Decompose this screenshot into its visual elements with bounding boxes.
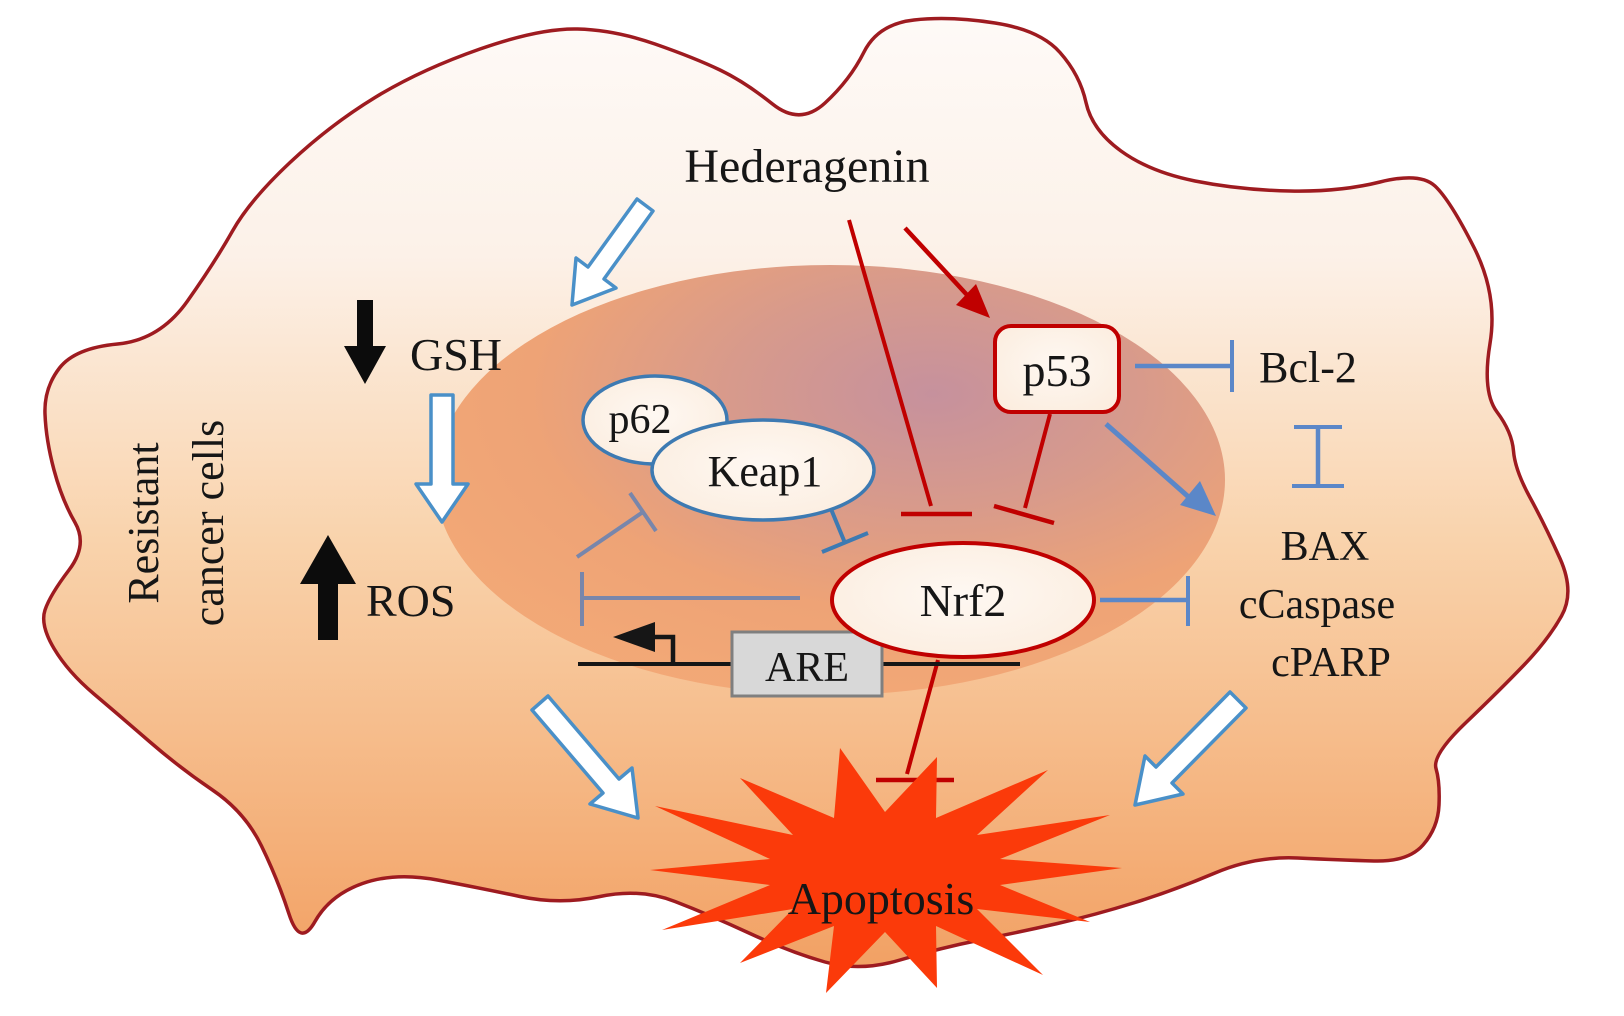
- transcription-start-arrow-icon: [613, 622, 676, 664]
- p53-node: [993, 324, 1121, 414]
- inhibit-ros-to-keap1: [575, 491, 658, 559]
- bax-label: BAX: [1281, 524, 1370, 570]
- ros-increase-arrow-icon: [300, 535, 356, 640]
- bcl2-label: Bcl-2: [1259, 343, 1357, 392]
- apoptosis-starburst: [650, 748, 1122, 993]
- nrf2-node: [830, 541, 1096, 659]
- cell-type-label: Resistant cancer cells: [119, 420, 233, 626]
- are-label: ARE: [765, 645, 849, 691]
- arrow-p53-to-bax: [1104, 422, 1216, 516]
- keap1-label: Keap1: [708, 447, 823, 496]
- inhibit-hederagenin-to-nrf2: [847, 219, 972, 517]
- open-arrow-hederagenin-to-gsh-icon: [570, 197, 655, 307]
- nrf2-label: Nrf2: [920, 575, 1007, 626]
- arrow-hederagenin-to-p53: [903, 226, 990, 318]
- cell-type-label-line2: cancer cells: [184, 420, 233, 626]
- p62-label: p62: [609, 397, 672, 443]
- keap1-node: [650, 418, 876, 522]
- gsh-decrease-arrow-icon: [344, 300, 386, 384]
- inhibit-nrf2-to-apoptosis: [876, 659, 954, 783]
- inhibit-nrf2-to-ros: [580, 572, 800, 626]
- are-box: [730, 630, 884, 698]
- inhibit-keap1-to-nrf2: [821, 508, 869, 554]
- inhibit-p53-to-bcl2: [1135, 340, 1234, 392]
- inhibit-p53-to-nrf2: [993, 413, 1055, 526]
- open-arrow-gsh-to-ros-icon: [414, 393, 470, 524]
- ccaspase-label: cCaspase: [1239, 582, 1395, 628]
- ros-label: ROS: [366, 575, 455, 626]
- p53-label: p53: [1023, 345, 1092, 396]
- gsh-label: GSH: [410, 329, 502, 380]
- inhibit-nrf2-to-caspase: [1100, 576, 1190, 626]
- inhibit-bcl2-to-bax: [1292, 425, 1344, 488]
- cparp-label: cPARP: [1271, 640, 1391, 686]
- open-arrow-are-to-apoptosis-icon: [530, 694, 640, 820]
- apoptosis-label: Apoptosis: [788, 873, 975, 924]
- cell-type-label-line1: Resistant: [119, 442, 168, 603]
- title-hederagenin: Hederagenin: [684, 140, 929, 193]
- open-arrow-cparp-to-apoptosis-icon: [1133, 690, 1248, 807]
